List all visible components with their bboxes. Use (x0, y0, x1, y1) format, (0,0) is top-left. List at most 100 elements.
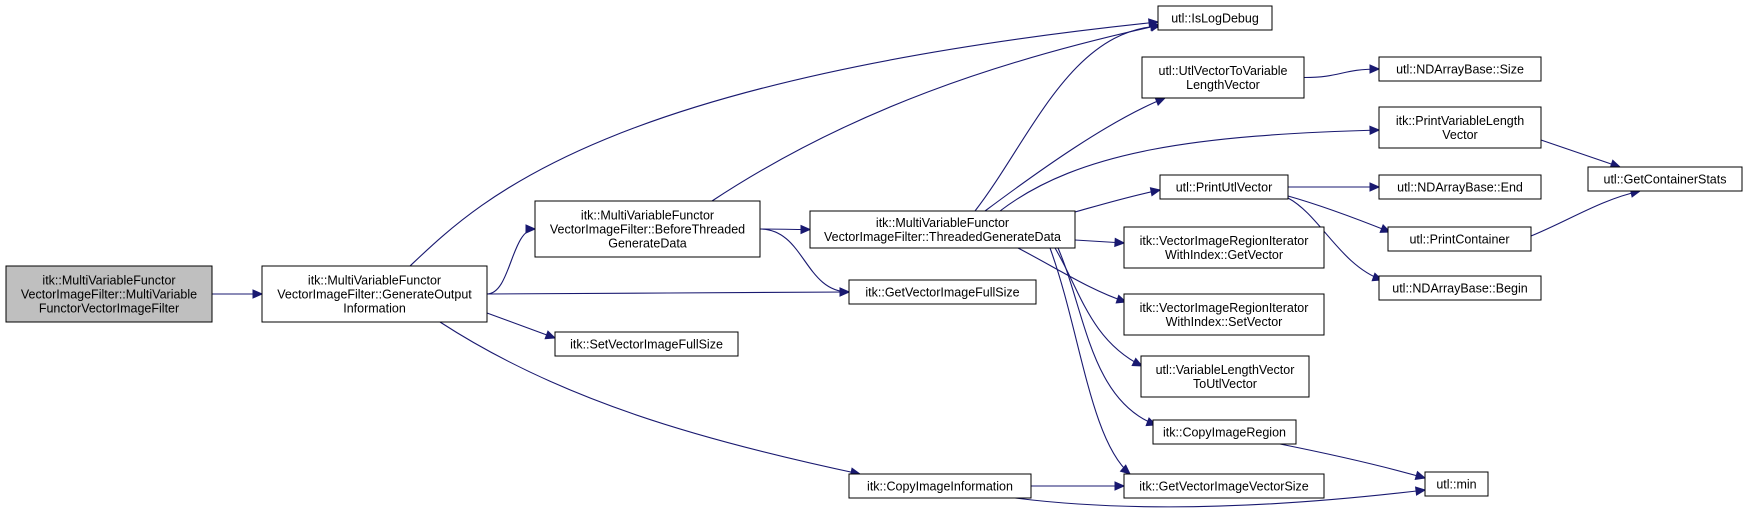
edge-printcont-to-getcont (1530, 190, 1641, 237)
edge-genout-to-setfull-arrowhead (544, 330, 557, 340)
edge-copyreg-to-utlmin-arrowhead (1414, 470, 1427, 480)
node-islog[interactable]: utl::IsLogDebug (1157, 5, 1273, 31)
node-copyinfo[interactable]: itk::CopyImageInformation (848, 473, 1032, 499)
node-printcont[interactable]: utl::PrintContainer (1387, 226, 1532, 252)
node-ndend[interactable]: utl::NDArrayBase::End (1378, 174, 1542, 200)
edge-utlvec2vlv-to-ndsize-arrowhead (1369, 64, 1381, 74)
node-box (848, 473, 1032, 499)
node-getvsize[interactable]: itk::GetVectorImageVectorSize (1123, 473, 1325, 499)
edge-genout-to-getfull (486, 291, 850, 295)
node-box (1159, 174, 1289, 200)
edge-threaded-to-printvlv-arrowhead (1369, 125, 1381, 136)
node-utlmin[interactable]: utl::min (1424, 471, 1489, 497)
node-box (1378, 106, 1542, 149)
node-box (534, 200, 761, 258)
edge-genout-to-islog (409, 21, 1159, 267)
node-label-line: WithIndex::GetVector (1165, 248, 1283, 262)
edge-threaded-to-printutl-arrowhead (1149, 187, 1162, 197)
node-genout[interactable]: itk::MultiVariableFunctorVectorImageFilt… (261, 265, 488, 323)
node-label-line: itk::VectorImageRegionIterator (1140, 234, 1309, 248)
node-box (1424, 471, 1489, 497)
node-box (809, 210, 1076, 249)
node-ctor[interactable]: itk::MultiVariableFunctorVectorImageFilt… (5, 265, 213, 323)
edge-before-to-getfull-arrowhead (839, 287, 851, 297)
node-label-line: GenerateData (608, 237, 687, 251)
edge-threaded-to-printvlv (999, 129, 1380, 212)
edge-printutl-to-printcont (1287, 195, 1391, 233)
edge-before-to-getfull (759, 228, 850, 293)
node-label-line: utl::GetContainerStats (1604, 173, 1727, 187)
node-label-line: itk::MultiVariableFunctor (308, 274, 441, 288)
edge-copyinfo-to-getvsize-arrowhead (1114, 481, 1126, 491)
node-label-line: VectorImageFilter::MultiVariable (21, 288, 197, 302)
edge-genout-to-before (486, 228, 536, 295)
node-label-line: itk::VectorImageRegionIterator (1140, 301, 1309, 315)
node-label-line: LengthVector (1186, 78, 1260, 92)
node-box (1387, 226, 1532, 252)
node-label-line: utl::VariableLengthVector (1156, 363, 1295, 377)
node-box (848, 279, 1037, 305)
nodes-layer: itk::MultiVariableFunctorVectorImageFilt… (5, 5, 1743, 499)
node-box (1378, 275, 1542, 301)
node-label-line: itk::SetVectorImageFullSize (570, 338, 723, 352)
node-getvec[interactable]: itk::VectorImageRegionIteratorWithIndex:… (1123, 226, 1325, 269)
edge-printvlv-to-getcont (1540, 139, 1621, 168)
node-label-line: VectorImageFilter::GenerateOutput (277, 288, 472, 302)
node-getfull[interactable]: itk::GetVectorImageFullSize (848, 279, 1037, 305)
edge-threaded-to-utlvec2vlv-arrowhead (1154, 97, 1167, 106)
node-label-line: FunctorVectorImageFilter (39, 302, 179, 316)
edge-copyreg-to-utlmin (1279, 443, 1426, 479)
edge-threaded-to-islog-arrowhead (1150, 21, 1162, 32)
node-label-line: utl::PrintUtlVector (1176, 181, 1273, 195)
node-label-line: itk::CopyImageInformation (867, 480, 1013, 494)
node-label-line: VectorImageFilter::ThreadedGenerateData (824, 230, 1061, 244)
node-box (1378, 56, 1542, 82)
node-label-line: itk::MultiVariableFunctor (876, 216, 1009, 230)
node-threaded[interactable]: itk::MultiVariableFunctorVectorImageFilt… (809, 210, 1076, 249)
node-copyreg[interactable]: itk::CopyImageRegion (1152, 419, 1297, 445)
edge-printutl-to-ndend-arrowhead (1369, 182, 1381, 192)
edge-threaded-to-copyreg (1057, 247, 1157, 426)
edge-threaded-to-vlv2utl (1054, 247, 1143, 367)
edge-threaded-to-vlv2utl-arrowhead (1131, 357, 1144, 367)
node-label-line: utl::UtlVectorToVariable (1159, 64, 1288, 78)
node-box (1587, 166, 1743, 192)
node-ndsize[interactable]: utl::NDArrayBase::Size (1378, 56, 1542, 82)
node-box (1123, 473, 1325, 499)
node-label-line: VectorImageFilter::BeforeThreaded (550, 223, 745, 237)
node-label-line: utl::IsLogDebug (1171, 12, 1259, 26)
edge-threaded-to-printutl (1074, 189, 1161, 213)
node-box (261, 265, 488, 323)
node-label-line: utl::NDArrayBase::Begin (1392, 282, 1528, 296)
edge-before-to-threaded-arrowhead (800, 224, 812, 235)
edge-copyinfo-to-utlmin-arrowhead (1414, 486, 1427, 496)
node-setfull[interactable]: itk::SetVectorImageFullSize (554, 331, 739, 357)
node-box (554, 331, 739, 357)
node-before[interactable]: itk::MultiVariableFunctorVectorImageFilt… (534, 200, 761, 258)
node-label-line: utl::min (1436, 478, 1476, 492)
node-label-line: WithIndex::SetVector (1166, 315, 1283, 329)
edge-threaded-to-setvec (1017, 247, 1127, 303)
node-setvec[interactable]: itk::VectorImageRegionIteratorWithIndex:… (1123, 293, 1325, 336)
node-printutl[interactable]: utl::PrintUtlVector (1159, 174, 1289, 200)
node-label-line: itk::MultiVariableFunctor (581, 209, 714, 223)
edge-copyinfo-to-utlmin (1014, 489, 1426, 508)
node-label-line: Vector (1442, 128, 1477, 142)
node-ndbegin[interactable]: utl::NDArrayBase::Begin (1378, 275, 1542, 301)
node-box (1123, 226, 1325, 269)
edge-threaded-to-utlvec2vlv (984, 97, 1166, 212)
edges-layer (211, 18, 1642, 508)
edge-genout-to-copyinfo (439, 321, 861, 475)
node-label-line: itk::MultiVariableFunctor (42, 274, 175, 288)
node-getcont[interactable]: utl::GetContainerStats (1587, 166, 1743, 192)
edge-genout-to-setfull (486, 312, 556, 339)
edge-before-to-islog (711, 24, 1161, 202)
edge-ctor-to-genout-arrowhead (252, 289, 264, 299)
edge-threaded-to-islog (974, 25, 1161, 212)
edge-threaded-to-getvsize (1049, 247, 1131, 475)
node-label-line: itk::GetVectorImageVectorSize (1139, 480, 1309, 494)
